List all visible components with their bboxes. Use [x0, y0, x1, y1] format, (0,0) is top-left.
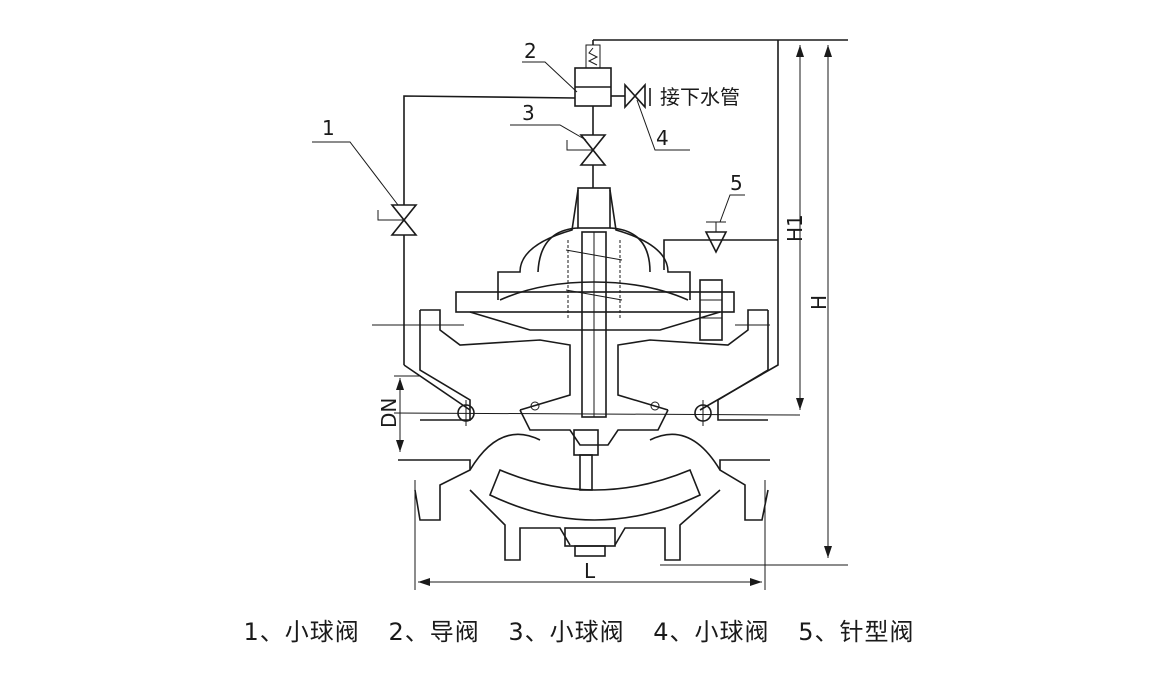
dimension-dn: DN — [377, 398, 401, 428]
legend-item: 2、导阀 — [388, 618, 480, 646]
legend-item: 5、针型阀 — [798, 618, 915, 646]
callout-4: 4 — [656, 126, 669, 150]
legend-caption: 1、小球阀 2、导阀 3、小球阀 4、小球阀 5、针型阀 — [0, 612, 1158, 647]
ball-valve-3 — [510, 124, 607, 166]
legend-item: 3、小球阀 — [508, 618, 625, 646]
legend-item: 1、小球阀 — [243, 618, 360, 646]
ball-valve-1 — [312, 141, 418, 236]
dimension-h1: H1 — [783, 214, 807, 242]
ball-valve-4 — [624, 82, 690, 151]
callout-5: 5 — [730, 171, 743, 195]
callout-1: 1 — [322, 116, 335, 140]
main-valve-body — [372, 187, 801, 561]
callout-2: 2 — [524, 39, 537, 63]
needle-valve-5 — [704, 194, 745, 254]
dimension-lines — [394, 45, 848, 590]
legend-item: 4、小球阀 — [653, 618, 770, 646]
callout-3: 3 — [522, 101, 535, 125]
dimension-h: H — [807, 295, 831, 310]
dimension-l: L — [584, 559, 596, 583]
drain-pipe-label: 接下水管 — [660, 85, 740, 109]
